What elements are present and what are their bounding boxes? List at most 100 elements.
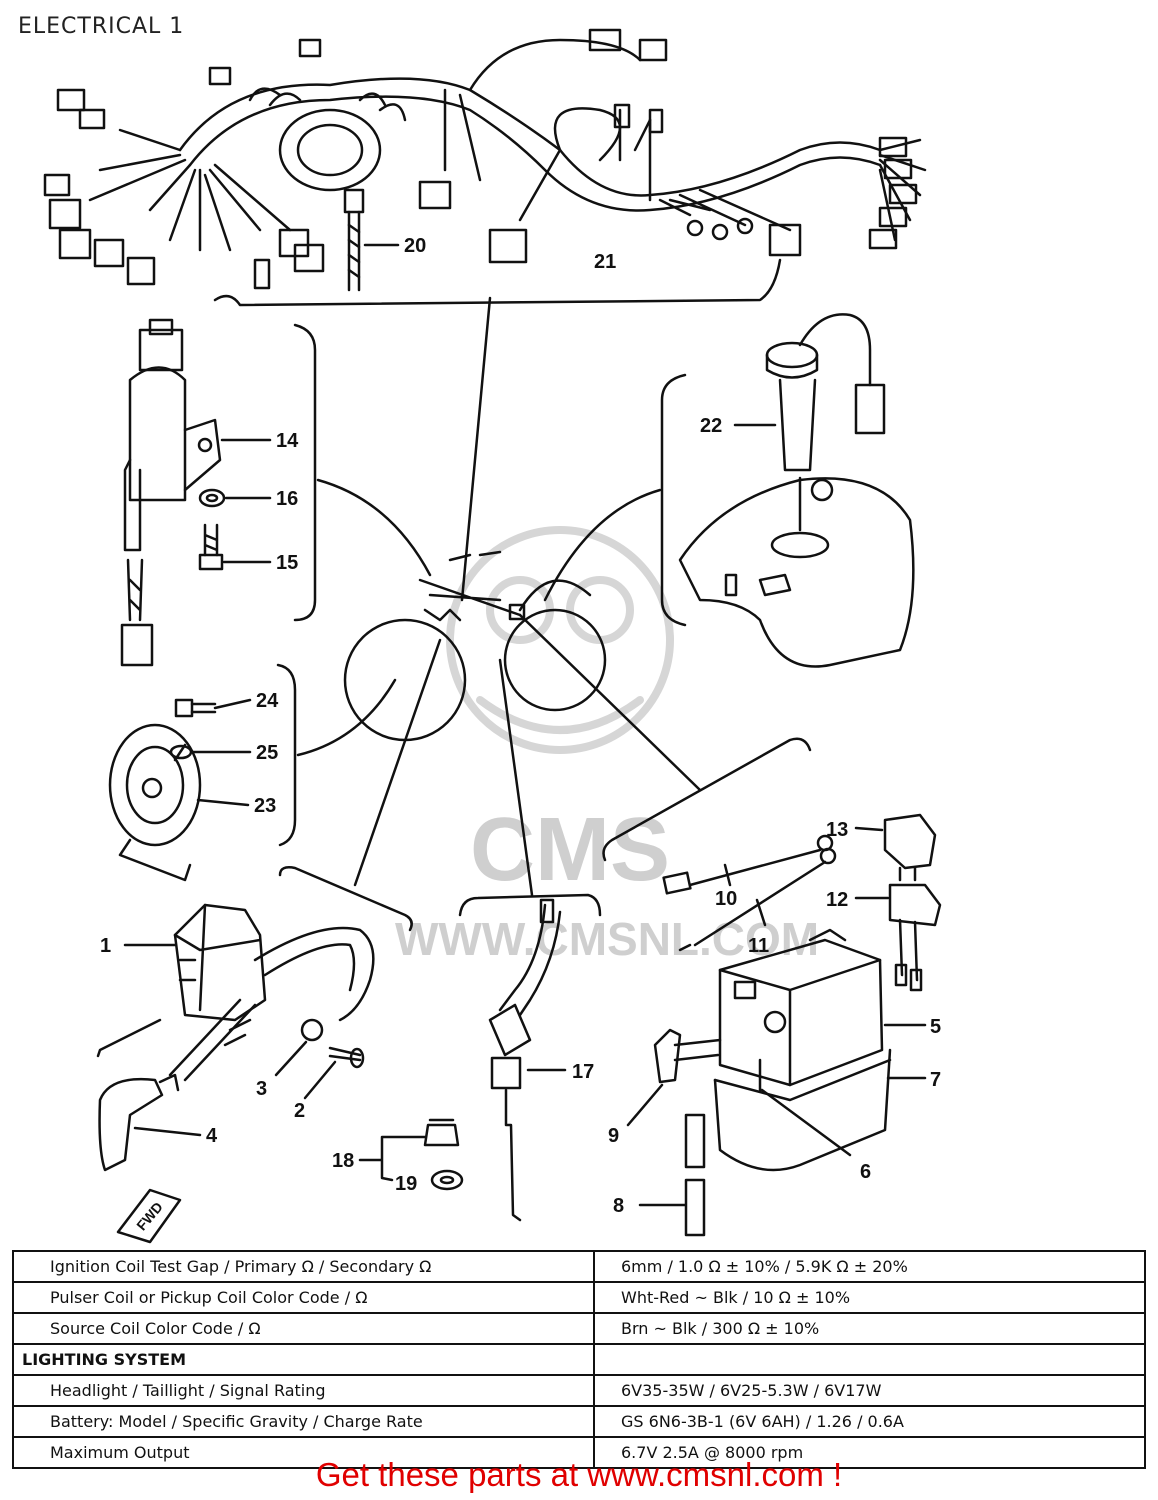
battery-cable-11 (678, 847, 837, 952)
flasher-relay (883, 813, 937, 882)
footer-link[interactable]: Get these parts at www.cmsnl.com ! (315, 1456, 843, 1493)
callout-10: 10 (715, 888, 737, 910)
washer-19 (430, 1169, 464, 1191)
fuse-holder (888, 883, 942, 992)
table-row: Battery: Model / Specific Gravity / Char… (12, 1405, 1146, 1438)
leader-cables-to-frame (518, 613, 702, 792)
callout-6: 6 (860, 1161, 871, 1183)
bracket-horn (276, 663, 297, 847)
bracket-neutral (458, 893, 602, 917)
watermark-site: WWW.CMSNL.COM (395, 913, 819, 965)
leader-10 (723, 863, 732, 887)
fuel-tank (678, 477, 915, 668)
spec-value: GS 6N6-3B-1 (6V 6AH) / 1.26 / 0.6A (593, 1405, 1146, 1438)
table-row: Ignition Coil Test Gap / Primary Ω / Sec… (12, 1250, 1146, 1283)
callout-1: 1 (100, 935, 111, 957)
spec-label: Ignition Coil Test Gap / Primary Ω / Sec… (12, 1250, 595, 1283)
callout-7: 7 (930, 1069, 941, 1091)
callout-13: 13 (826, 819, 848, 841)
spec-value: 6mm / 1.0 Ω ± 10% / 5.9K Ω ± 20% (593, 1250, 1146, 1283)
callout-9: 9 (608, 1125, 619, 1147)
watermark (446, 526, 674, 754)
callout-18: 18 (332, 1150, 354, 1172)
neutral-switch (488, 898, 562, 1222)
fwd-arrow-icon (116, 1188, 182, 1244)
spec-label: Maximum Output (12, 1436, 595, 1469)
callout-14: 14 (276, 430, 299, 452)
leader-tank-to-frame (543, 488, 662, 602)
bracket-switch (293, 323, 317, 622)
fuse-8 (684, 1113, 706, 1237)
spec-label: Pulser Coil or Pickup Coil Color Code / … (12, 1281, 595, 1314)
callout-19: 19 (395, 1173, 417, 1195)
table-section-row: LIGHTING SYSTEM (12, 1343, 1146, 1376)
spec-value: 6.7V 2.5A @ 8000 rpm (593, 1436, 1146, 1469)
watermark-brand: CMS (470, 800, 670, 900)
table-row: Maximum Output 6.7V 2.5A @ 8000 rpm (12, 1436, 1146, 1469)
leader-switch-to-frame (316, 478, 432, 577)
spec-label: Headlight / Taillight / Signal Rating (12, 1374, 595, 1407)
bolt-15 (198, 523, 224, 571)
leader-neutral-to-frame (498, 658, 534, 897)
ignition-coil (96, 903, 375, 1082)
spec-value: 6V35-35W / 6V25-5.3W / 6V17W (593, 1374, 1146, 1407)
callout-24: 24 (256, 690, 279, 712)
callout-2: 2 (294, 1100, 305, 1122)
callout-5: 5 (930, 1016, 941, 1038)
plug-cap-4 (98, 1073, 180, 1172)
fuel-sender (765, 313, 886, 472)
wire-harness (88, 38, 927, 252)
leader-3 (274, 1040, 308, 1077)
bracket-tank (660, 373, 687, 627)
page-title: ELECTRICAL 1 (18, 14, 185, 39)
leader-11 (755, 898, 767, 927)
callout-16: 16 (276, 488, 298, 510)
leader-4 (133, 1126, 202, 1137)
spec-value: Wht-Red ~ Blk / 10 Ω ± 10% (593, 1281, 1146, 1314)
callout-22: 22 (700, 415, 722, 437)
callout-11: 11 (748, 935, 769, 957)
nut-3 (300, 1018, 324, 1042)
callout-3: 3 (256, 1078, 267, 1100)
spec-label: Battery: Model / Specific Gravity / Char… (12, 1405, 595, 1438)
spec-table: Ignition Coil Test Gap / Primary Ω / Sec… (12, 1250, 1146, 1469)
nut-16 (198, 488, 226, 508)
callout-17: 17 (572, 1061, 594, 1083)
bracket-harness (213, 258, 782, 307)
battery-cable-10 (662, 834, 834, 895)
leader-6 (760, 1088, 852, 1157)
leader-horn-to-frame (296, 678, 397, 757)
harness-connectors (43, 28, 918, 290)
exploded-parts-diagram: CMS WWW.CMSNL.COM (43, 28, 942, 1244)
callout-23: 23 (254, 795, 276, 817)
leader-13 (854, 826, 884, 832)
callout-4: 4 (206, 1125, 218, 1147)
table-row: Pulser Coil or Pickup Coil Color Code / … (12, 1281, 1146, 1314)
callout-21: 21 (594, 251, 616, 273)
leader-18-19 (358, 1135, 427, 1182)
screw-2 (328, 1046, 365, 1069)
breather-cap-9 (653, 1028, 722, 1084)
leader-24 (213, 698, 252, 710)
leader-23 (196, 798, 250, 807)
leader-9 (626, 1083, 664, 1127)
bracket-coil (278, 866, 413, 932)
table-row: Headlight / Taillight / Signal Rating 6V… (12, 1374, 1146, 1407)
ignition-switch (120, 318, 222, 667)
callout-12: 12 (826, 889, 848, 911)
callout-25: 25 (256, 742, 278, 764)
bolt-20 (343, 188, 365, 292)
table-row: Source Coil Color Code / Ω Brn ~ Blk / 3… (12, 1312, 1146, 1345)
spec-value: Brn ~ Blk / 300 Ω ± 10% (593, 1312, 1146, 1345)
leader-coil-to-frame (353, 638, 442, 887)
spec-value (593, 1343, 1146, 1376)
callout-15: 15 (276, 552, 298, 574)
washer-25 (169, 744, 193, 760)
leader-2 (303, 1060, 337, 1100)
battery (718, 928, 884, 1092)
callout-8: 8 (613, 1195, 624, 1217)
battery-case (713, 1048, 892, 1172)
leader-harness-to-frame (460, 296, 492, 602)
section-heading: LIGHTING SYSTEM (12, 1343, 595, 1376)
spec-label: Source Coil Color Code / Ω (12, 1312, 595, 1345)
